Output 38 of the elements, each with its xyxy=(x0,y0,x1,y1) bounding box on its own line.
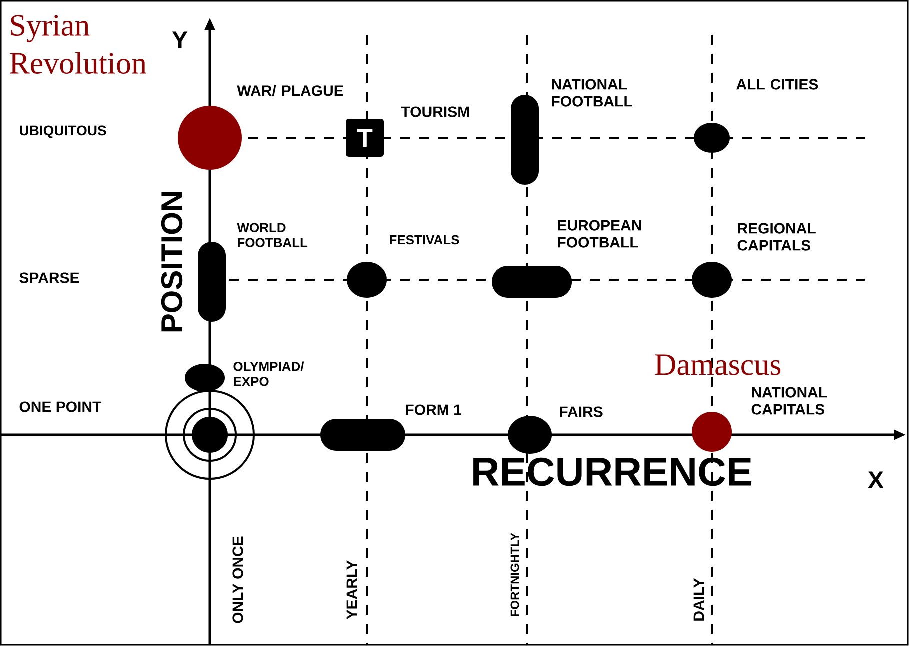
marker-label: EUROPEAN FOOTBALL xyxy=(558,220,642,248)
marker-label: FORM 1 xyxy=(406,404,462,416)
marker-label: FAIRS xyxy=(560,406,603,418)
target-marker xyxy=(165,390,255,480)
marker-dot xyxy=(692,262,732,298)
category-label: ONE POINT xyxy=(20,402,102,412)
marker-label: OLYMPIAD/ EXPO xyxy=(234,362,304,386)
marker-dot xyxy=(347,262,387,298)
marker-dot xyxy=(178,106,242,170)
place-name: Damascus xyxy=(655,354,781,376)
marker-bar xyxy=(320,419,406,451)
category-label: YEARLY xyxy=(346,560,358,620)
axis-label: X xyxy=(868,472,884,488)
category-label: UBIQUITOUS xyxy=(20,126,106,138)
marker-dot xyxy=(694,123,730,153)
axis-label: Y xyxy=(172,32,188,48)
category-label: FORTNIGHTLY xyxy=(510,533,520,616)
marker-label: NATIONAL FOOTBALL xyxy=(552,79,632,107)
place-name: Syrian Revolution xyxy=(10,15,147,74)
marker-label: WORLD FOOTBALL xyxy=(237,223,308,248)
axis-label: RECURRENCE xyxy=(474,458,752,486)
category-label: SPARSE xyxy=(20,272,80,284)
category-label: DAILY xyxy=(694,578,704,621)
marker-bar xyxy=(198,242,226,322)
marker-label: ALL CITIES xyxy=(736,79,818,90)
marker-bar xyxy=(492,266,572,298)
marker-label: TOURISM xyxy=(401,106,470,118)
marker-label: REGIONAL CAPITALS xyxy=(738,223,816,251)
marker-label: NATIONAL CAPITALS xyxy=(752,387,828,415)
marker-bar xyxy=(511,95,539,185)
marker-label: WAR/ PLAGUE xyxy=(237,85,344,96)
category-label: ONLY ONCE xyxy=(232,536,244,624)
marker-dot xyxy=(692,412,732,452)
marker-square: T xyxy=(346,119,384,157)
marker-dot xyxy=(508,416,552,454)
marker-dot xyxy=(185,364,225,392)
axis-label: POSITION xyxy=(161,192,183,332)
marker-label: FESTIVALS xyxy=(390,235,460,245)
